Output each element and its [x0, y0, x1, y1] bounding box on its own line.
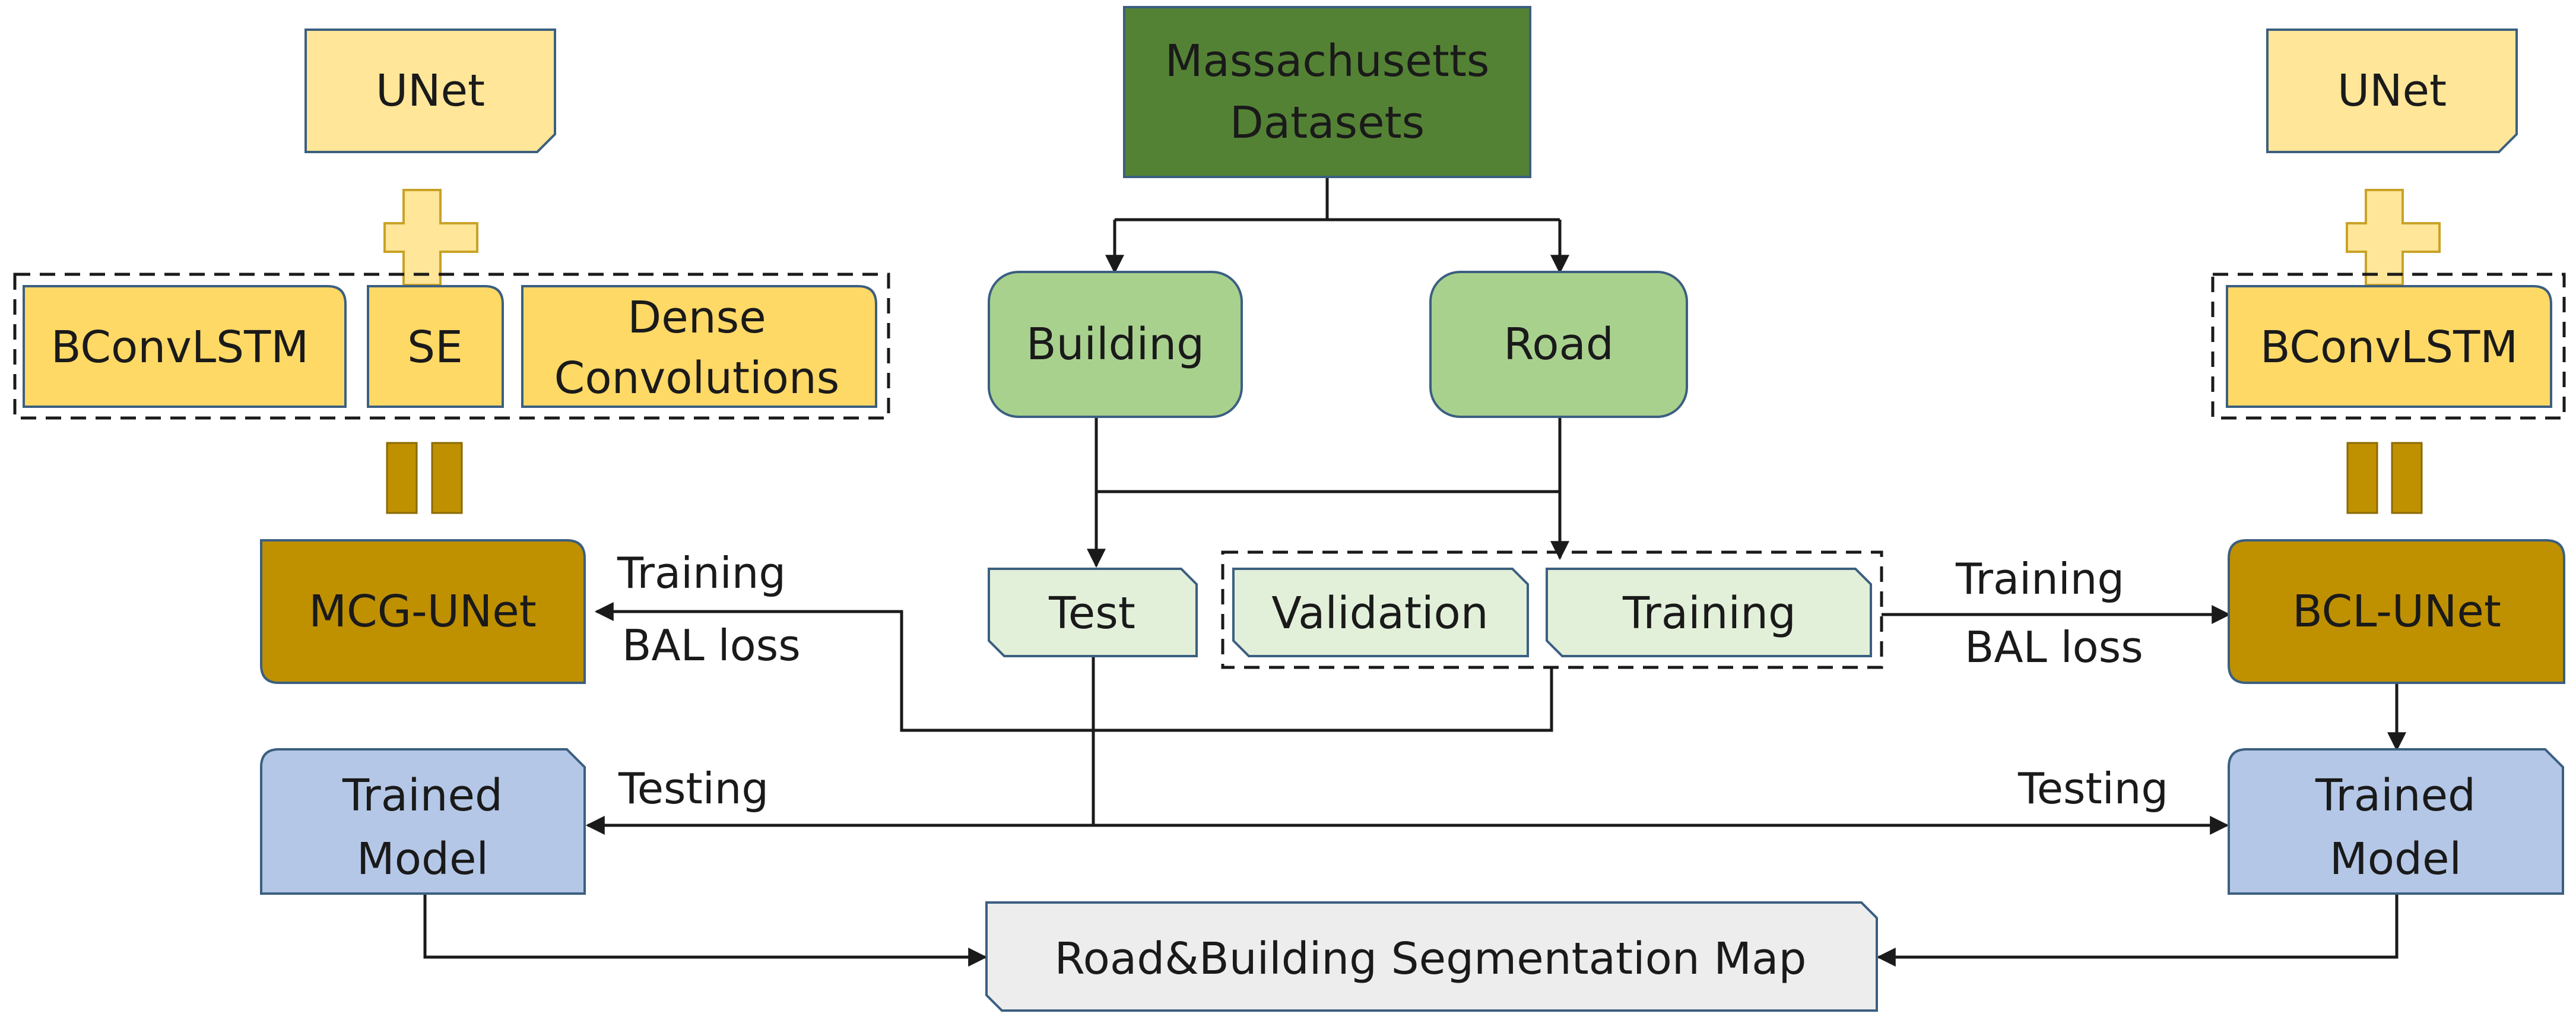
node-mcg-unet: MCG-UNet	[260, 539, 586, 684]
edge-label-right-testing: Testing	[2017, 764, 2168, 813]
edge-label-left-training: Training	[617, 548, 786, 598]
svg-text:Road&Building Segmentation Map: Road&Building Segmentation Map	[1055, 933, 1807, 984]
edge-label-left-testing: Testing	[618, 764, 769, 813]
svg-text:MCG-UNet: MCG-UNet	[309, 586, 537, 637]
svg-text:BConvLSTM: BConvLSTM	[2260, 322, 2518, 373]
arrow-trained-right-to-map	[1876, 894, 2399, 967]
plus-icon	[383, 189, 478, 286]
svg-text:Model: Model	[357, 834, 488, 885]
equals-icon-right	[2346, 442, 2423, 514]
node-trained-model-right: Trained Model	[2228, 748, 2564, 895]
node-building: Building	[988, 271, 1243, 418]
node-segmentation-map: Road&Building Segmentation Map	[985, 901, 1878, 1012]
node-bconvlstm-left: BConvLSTM	[23, 285, 347, 408]
plus-icon-right	[2346, 189, 2441, 286]
svg-text:Test: Test	[1048, 588, 1135, 639]
node-bcl-unet: BCL-UNet	[2228, 539, 2565, 684]
svg-text:UNet: UNet	[2337, 65, 2447, 116]
svg-text:Trained: Trained	[342, 770, 503, 821]
arrow-trained-left-to-map	[423, 894, 988, 967]
node-trained-model-left: Trained Model	[260, 748, 586, 895]
node-road: Road	[1429, 271, 1688, 418]
svg-text:Building: Building	[1026, 319, 1204, 370]
edge-label-right-training: Training	[1955, 554, 2124, 604]
arrow-training-to-mcg-unet	[594, 602, 1553, 732]
node-test: Test	[988, 568, 1198, 657]
equals-icon	[386, 442, 463, 514]
svg-text:Convolutions: Convolutions	[554, 353, 840, 404]
svg-text:Dense: Dense	[627, 292, 766, 343]
node-bconvlstm-right: BConvLSTM	[2226, 285, 2552, 408]
svg-text:UNet: UNet	[376, 65, 485, 116]
node-training: Training	[1546, 568, 1872, 657]
edge-label-right-bal-loss: BAL loss	[1965, 622, 2143, 672]
svg-text:Model: Model	[2330, 834, 2461, 885]
node-dense-convolutions: Dense Convolutions	[521, 285, 877, 408]
node-dataset: Massachusetts Datasets	[1123, 6, 1531, 178]
node-se: SE	[367, 285, 504, 408]
node-unet-right: UNet	[2266, 28, 2518, 153]
svg-text:Training: Training	[1622, 588, 1796, 639]
svg-text:BCL-UNet: BCL-UNet	[2292, 586, 2501, 637]
svg-text:Massachusetts: Massachusetts	[1165, 36, 1490, 87]
dashed-group-left-components	[13, 273, 890, 420]
svg-text:BConvLSTM: BConvLSTM	[51, 322, 309, 373]
svg-text:Validation: Validation	[1271, 588, 1488, 639]
svg-text:Trained: Trained	[2315, 770, 2476, 821]
edge-label-left-bal-loss: BAL loss	[622, 620, 801, 670]
dashed-group-validation-training	[1221, 550, 1883, 669]
svg-text:SE: SE	[407, 322, 463, 373]
node-unet-left: UNet	[304, 28, 556, 153]
node-validation: Validation	[1232, 568, 1529, 657]
svg-text:Road: Road	[1503, 319, 1614, 370]
dashed-group-right-components	[2211, 273, 2566, 420]
svg-text:Datasets: Datasets	[1230, 97, 1425, 148]
